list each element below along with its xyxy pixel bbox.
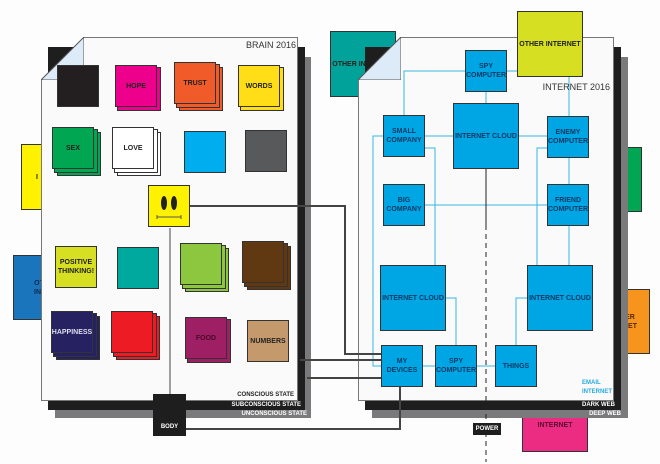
wire-body-devices	[186, 387, 401, 430]
big-company: BIG COMPANY	[383, 184, 425, 226]
internet-cloud-main: INTERNET CLOUD	[453, 103, 519, 169]
body-box: BODY	[153, 394, 186, 436]
blue-box	[184, 131, 226, 173]
numbers-box: NUMBERS	[247, 320, 289, 362]
other-internet-yellow: OTHER INTERNET	[517, 11, 583, 77]
legend-email: EMAIL	[582, 380, 601, 386]
legend-internet: INTERNET	[582, 389, 612, 395]
brown-box	[242, 241, 284, 283]
brain-title: BRAIN 2016	[246, 40, 297, 50]
link-cloudright-things	[515, 297, 527, 345]
positive-thinking-box: POSITIVE THINKING!	[55, 246, 97, 288]
my-devices: MY DEVICES	[381, 345, 423, 387]
conscious-state-label: CONSCIOUS STATE	[237, 392, 294, 398]
spy-computer-bottom: SPY COMPUTER	[435, 345, 477, 387]
hope-box: HOPE	[115, 65, 157, 107]
power-box: POWER	[473, 423, 501, 435]
subconscious-state-label: SUBCONSCIOUS STATE	[231, 402, 301, 408]
teal-box	[117, 247, 159, 289]
light-green-box	[180, 243, 222, 285]
smiley-face-icon	[148, 185, 190, 227]
link-enemy-cloudright	[536, 147, 547, 265]
trust-box: TRUST	[174, 62, 216, 104]
dark-web-label: DARK WEB	[582, 402, 615, 408]
deep-web-label: DEEP WEB	[589, 411, 621, 417]
friend-computer: FRIEND COMPUTER	[547, 184, 589, 226]
wire-face-devices	[190, 205, 381, 355]
internet-cloud-left: INTERNET CLOUD	[380, 265, 446, 331]
small-company: SMALL COMPANY	[383, 115, 425, 157]
page-fold-icon	[358, 37, 401, 80]
enemy-computer: ENEMY COMPUTER	[547, 116, 589, 158]
link-cloudleft-spy	[446, 297, 457, 345]
link-small-cloudleft	[425, 147, 436, 265]
food-box: FOOD	[185, 317, 227, 359]
red-box	[111, 311, 153, 353]
sex-box: SEX	[52, 127, 94, 169]
internet-cloud-right: INTERNET CLOUD	[527, 265, 593, 331]
spy-computer-top: SPY COMPUTER	[465, 50, 507, 92]
link-small-devices	[372, 135, 383, 367]
words-box: WORDS	[238, 65, 280, 107]
unconscious-state-label: UNCONSCIOUS STATE	[241, 411, 307, 417]
black-box	[57, 65, 99, 107]
internet-title: INTERNET 2016	[542, 82, 610, 92]
things: THINGS	[495, 345, 537, 387]
link-spy-small	[403, 70, 465, 115]
happiness-box: HAPPINESS	[51, 311, 93, 353]
love-box: LOVE	[112, 127, 154, 169]
gray-box	[245, 130, 287, 172]
